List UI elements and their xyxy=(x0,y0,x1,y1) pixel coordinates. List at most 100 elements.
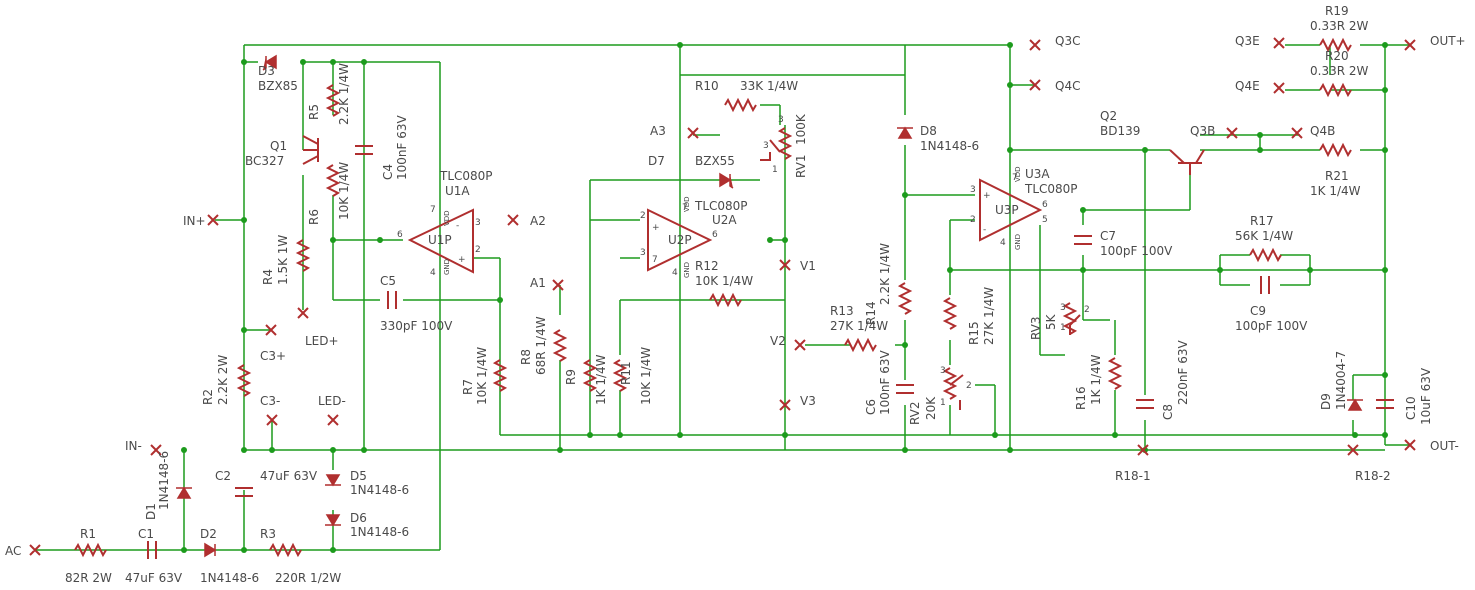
d1-diode xyxy=(176,486,192,499)
r8-ref: R8 xyxy=(519,349,533,365)
pin-label: 7 xyxy=(430,205,436,215)
c8-capacitor xyxy=(1136,399,1154,409)
r10-resistor xyxy=(724,97,757,113)
rv2-ref: RV2 xyxy=(908,401,922,425)
c4-capacitor xyxy=(355,145,373,155)
q1-value: BC327 xyxy=(245,154,284,168)
c9-ref: C9 xyxy=(1250,304,1266,318)
r9-ref: R9 xyxy=(564,369,578,385)
d3-zener-diode xyxy=(262,54,277,71)
q4b-label: Q4B xyxy=(1310,124,1335,138)
q2-npn-transistor xyxy=(1169,149,1205,175)
r21-value: 1K 1/4W xyxy=(1310,184,1361,198)
d7-ref: D7 xyxy=(648,154,665,168)
vdd-label: VDD xyxy=(683,196,691,212)
r8-value: 68R 1/4W xyxy=(534,316,548,375)
pin-label: 2 xyxy=(1084,305,1090,315)
a3-label: A3 xyxy=(650,124,666,138)
r4-resistor xyxy=(295,239,311,272)
r4-value: 1.5K 1W xyxy=(276,235,290,285)
d6-ref: D6 xyxy=(350,511,367,525)
d1-ref: D1 xyxy=(144,503,158,520)
pin-label: 7 xyxy=(652,255,658,265)
pin-label: 6 xyxy=(712,230,718,240)
pin-label: 3 xyxy=(940,366,946,376)
rv3-value: 5K xyxy=(1044,313,1058,330)
r16-resistor xyxy=(1107,357,1123,390)
d3-ref: D3 xyxy=(258,64,275,78)
r7-value: 10K 1/4W xyxy=(475,347,489,405)
r7-ref: R7 xyxy=(461,379,475,395)
u3-ref: U3A xyxy=(1025,167,1050,181)
pin-label: 2 xyxy=(640,211,646,221)
transistors xyxy=(302,135,1205,175)
pin-label: 3 xyxy=(970,185,976,195)
r19-resistor xyxy=(1319,37,1352,53)
r1-value: 82R 2W xyxy=(65,571,112,585)
u2-label: U2P xyxy=(668,233,692,247)
d2-value: 1N4148-6 xyxy=(200,571,259,585)
r21-resistor xyxy=(1319,142,1352,158)
r19-value: 0.33R 2W xyxy=(1310,19,1369,33)
r12-ref: R12 xyxy=(695,259,719,273)
d2-ref: D2 xyxy=(200,527,217,541)
r15-value: 27K 1/4W xyxy=(982,287,996,345)
in-plus-label: IN+ xyxy=(183,214,206,228)
vdd-label: VDD xyxy=(1014,166,1022,182)
capacitors xyxy=(147,145,1394,559)
gnd-label: GND xyxy=(683,262,691,278)
r6-ref: R6 xyxy=(307,209,321,225)
r15-resistor xyxy=(942,297,958,330)
c2-ref: C2 xyxy=(215,469,231,483)
d1-value: 1N4148-6 xyxy=(157,451,171,510)
q2-ref: Q2 xyxy=(1100,109,1117,123)
r8-resistor xyxy=(552,329,568,362)
diodes xyxy=(176,54,1363,558)
d3-value: BZX85 xyxy=(258,79,298,93)
pin-label: 3 xyxy=(763,141,769,151)
pin-label: - xyxy=(983,225,986,235)
c6-ref: C6 xyxy=(864,399,878,415)
r21-ref: R21 xyxy=(1325,169,1349,183)
r20-resistor xyxy=(1319,82,1352,98)
r20-value: 0.33R 2W xyxy=(1310,64,1369,78)
d7-zener-diode xyxy=(719,172,734,189)
v2-label: V2 xyxy=(770,334,786,348)
out-minus-label: OUT- xyxy=(1430,439,1459,453)
r14-ref: R14 xyxy=(864,301,878,325)
r13-ref: R13 xyxy=(830,304,854,318)
q4e-label: Q4E xyxy=(1235,79,1260,93)
c10-capacitor xyxy=(1376,399,1394,409)
a2-label: A2 xyxy=(530,214,546,228)
rv1-ref: RV1 xyxy=(794,154,808,178)
d5-diode xyxy=(325,474,341,487)
gnd-label: GND xyxy=(1014,234,1022,250)
c10-ref: C10 xyxy=(1404,396,1418,420)
junctions xyxy=(181,42,1388,553)
rv1-value: 100K xyxy=(794,113,808,145)
c7-capacitor xyxy=(1074,235,1092,245)
pin-label: 4 xyxy=(672,268,678,278)
r10-ref: R10 xyxy=(695,79,719,93)
opamps xyxy=(407,178,1043,274)
pin-label: 6 xyxy=(1042,200,1048,210)
pin-label: 5 xyxy=(1042,215,1048,225)
rv3-ref: RV3 xyxy=(1029,316,1043,340)
c4-ref: C4 xyxy=(381,164,395,180)
ac-label: AC xyxy=(5,544,21,558)
q3b-label: Q3B xyxy=(1190,124,1215,138)
c1-ref: C1 xyxy=(138,527,154,541)
r17-resistor xyxy=(1249,247,1282,263)
rv3-potentiometer xyxy=(1062,302,1081,335)
pin-label: 7 xyxy=(1012,173,1018,183)
pin-label: 2 xyxy=(970,215,976,225)
potentiometers xyxy=(760,127,1081,410)
r11-value: 10K 1/4W xyxy=(639,347,653,405)
r20-ref: R20 xyxy=(1325,49,1349,63)
r6-resistor xyxy=(325,164,341,197)
vdd-label: VDD xyxy=(443,210,451,226)
pin-label: 1 xyxy=(772,165,778,175)
r19-ref: R19 xyxy=(1325,4,1349,18)
d6-value: 1N4148-6 xyxy=(350,525,409,539)
